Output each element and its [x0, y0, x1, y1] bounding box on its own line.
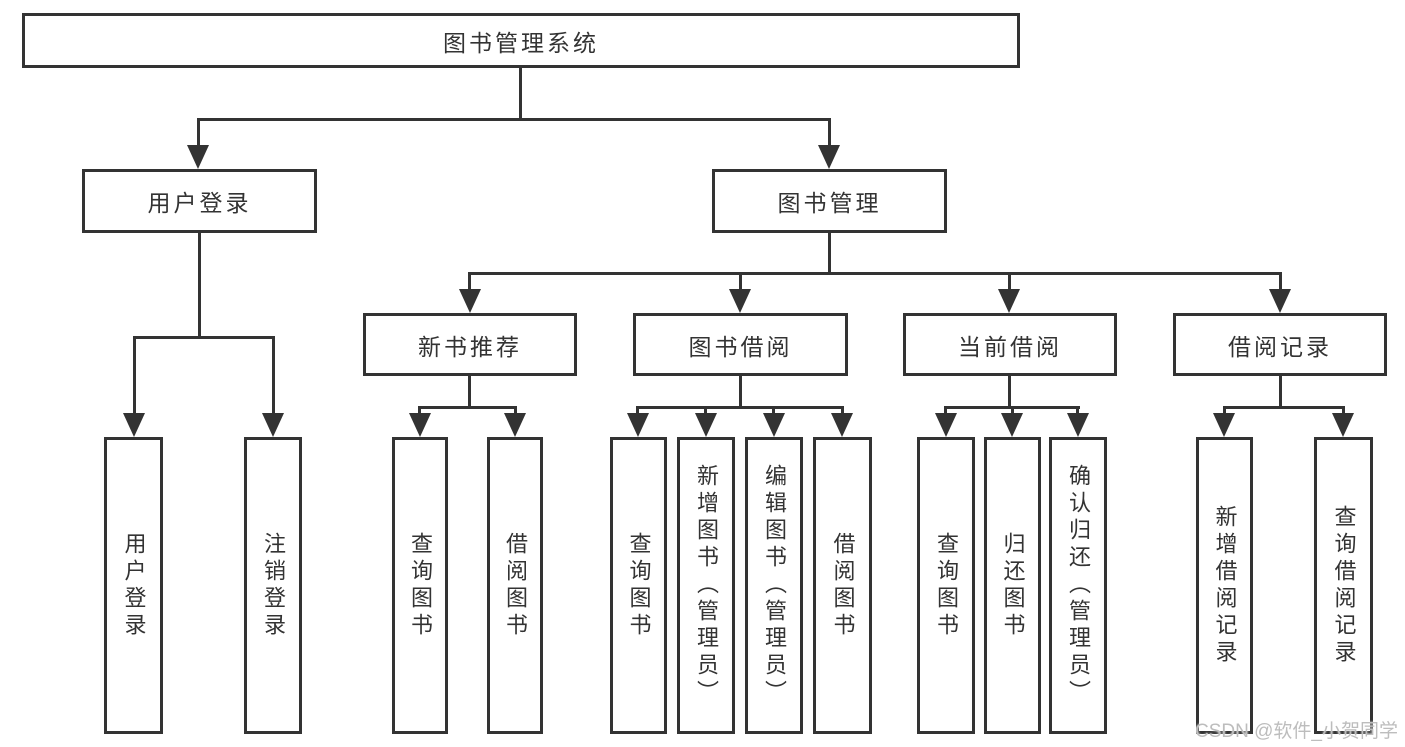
arrow-down-icon [1269, 289, 1291, 313]
connector-current-borrow-stem [1008, 376, 1011, 409]
connector-arrow-shaft [197, 118, 200, 147]
connector-arrow-shaft [841, 406, 844, 415]
connector-arrow-shaft [944, 406, 947, 415]
connector-book-borrow-stem [739, 376, 742, 409]
leaf-logout: 注销登录 [244, 437, 302, 734]
connector-arrow-shaft [514, 406, 517, 415]
arrow-down-icon [123, 413, 145, 437]
arrow-down-icon [187, 145, 209, 169]
connector-arrow-shaft [468, 272, 471, 291]
leaf-borrow-books: 借阅图书 [813, 437, 872, 734]
leaf-borrow-books-recommend: 借阅图书 [487, 437, 543, 734]
csdn-watermark: CSDN @软件_小贺同学 [1195, 721, 1398, 742]
connector-arrow-shaft [1342, 406, 1345, 415]
arrow-down-icon [729, 289, 751, 313]
arrow-down-icon [818, 145, 840, 169]
arrow-down-icon [1001, 413, 1023, 437]
leaf-query-borrow-record: 查询借阅记录 [1314, 437, 1373, 734]
arrow-down-icon [695, 413, 717, 437]
node-root: 图书管理系统 [22, 13, 1020, 68]
leaf-confirm-return-admin: 确认归还（管理员） [1049, 437, 1107, 734]
arrow-down-icon [459, 289, 481, 313]
connector-arrow-shaft [1076, 406, 1079, 415]
leaf-edit-books-admin: 编辑图书（管理员） [745, 437, 803, 734]
arrow-down-icon [998, 289, 1020, 313]
connector-arrow-shaft [1279, 272, 1282, 291]
connector-arrow-shaft [828, 118, 831, 147]
connector-arrow-shaft [272, 336, 275, 415]
connector-root-stem [519, 68, 522, 121]
connector-book-borrow-rail [636, 406, 844, 409]
connector-user-login-rail [133, 336, 275, 339]
arrow-down-icon [763, 413, 785, 437]
connector-arrow-shaft [133, 336, 136, 415]
connector-user-login-stem [198, 233, 201, 339]
leaf-add-borrow-record: 新增借阅记录 [1196, 437, 1253, 734]
connector-borrow-record-rail [1223, 406, 1344, 409]
connector-arrow-shaft [1011, 406, 1014, 415]
connector-arrow-shaft [704, 406, 707, 415]
connector-level1-rail [197, 118, 831, 121]
leaf-query-books-borrow: 查询图书 [610, 437, 667, 734]
node-new-book-recommend: 新书推荐 [363, 313, 577, 376]
arrow-down-icon [935, 413, 957, 437]
arrow-down-icon [504, 413, 526, 437]
connector-level3-rail [468, 272, 1282, 275]
leaf-query-books-current: 查询图书 [917, 437, 975, 734]
arrow-down-icon [409, 413, 431, 437]
arrow-down-icon [627, 413, 649, 437]
connector-arrow-shaft [418, 406, 421, 415]
connector-borrow-record-stem [1279, 376, 1282, 409]
arrow-down-icon [262, 413, 284, 437]
leaf-add-books-admin: 新增图书（管理员） [677, 437, 735, 734]
leaf-return-books: 归还图书 [984, 437, 1041, 734]
connector-book-management-stem [828, 233, 831, 275]
node-book-borrow: 图书借阅 [633, 313, 848, 376]
arrow-down-icon [1067, 413, 1089, 437]
node-book-management: 图书管理 [712, 169, 947, 233]
connector-arrow-shaft [739, 272, 742, 291]
connector-new-book-rail [418, 406, 517, 409]
leaf-user-login: 用户登录 [104, 437, 163, 734]
node-user-login: 用户登录 [82, 169, 317, 233]
connector-new-book-stem [468, 376, 471, 409]
connector-arrow-shaft [1008, 272, 1011, 291]
arrow-down-icon [1213, 413, 1235, 437]
node-current-borrow: 当前借阅 [903, 313, 1117, 376]
arrow-down-icon [1332, 413, 1354, 437]
leaf-query-books-recommend: 查询图书 [392, 437, 448, 734]
arrow-down-icon [831, 413, 853, 437]
connector-arrow-shaft [772, 406, 775, 415]
connector-arrow-shaft [1223, 406, 1226, 415]
connector-arrow-shaft [636, 406, 639, 415]
node-borrow-record: 借阅记录 [1173, 313, 1387, 376]
